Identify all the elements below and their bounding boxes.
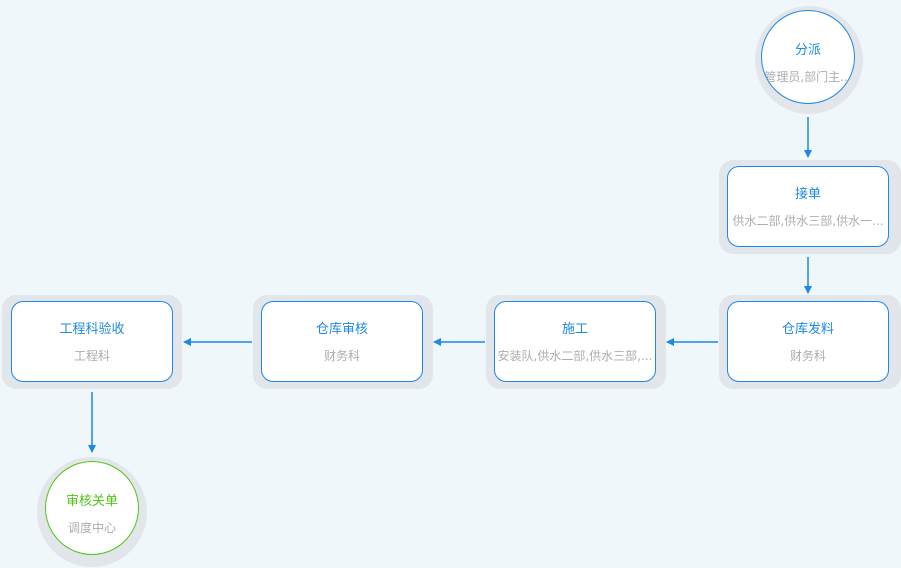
node-title: 仓库发料 [781, 322, 834, 337]
node-assignees: 调度中心 [67, 521, 116, 535]
node-construction[interactable]: 施工 安装队,供水二部,供水三部,... [494, 301, 656, 382]
node-assignees: 安装队,供水二部,供水三部,... [497, 349, 653, 363]
node-warehouse-review[interactable]: 仓库审核 财务科 [261, 301, 423, 382]
node-title: 工程科验收 [59, 322, 125, 337]
node-title: 施工 [561, 322, 588, 337]
node-assignees: 供水二部,供水三部,供水一... [732, 214, 884, 228]
node-assignees: 管理员,部门主... [764, 70, 852, 84]
node-assignees: 财务科 [789, 349, 826, 363]
node-engineering-acceptance[interactable]: 工程科验收 工程科 [11, 301, 173, 382]
node-title: 分派 [794, 43, 821, 58]
node-review-close[interactable]: 审核关单 调度中心 [45, 461, 139, 555]
node-dispatch[interactable]: 分派 管理员,部门主... [761, 10, 855, 104]
node-title: 审核关单 [65, 494, 118, 509]
node-accept[interactable]: 接单 供水二部,供水三部,供水一... [727, 166, 889, 247]
node-title: 接单 [794, 187, 821, 202]
node-title: 仓库审核 [315, 322, 368, 337]
node-warehouse-issue[interactable]: 仓库发料 财务科 [727, 301, 889, 382]
node-assignees: 财务科 [323, 349, 360, 363]
node-assignees: 工程科 [73, 349, 110, 363]
